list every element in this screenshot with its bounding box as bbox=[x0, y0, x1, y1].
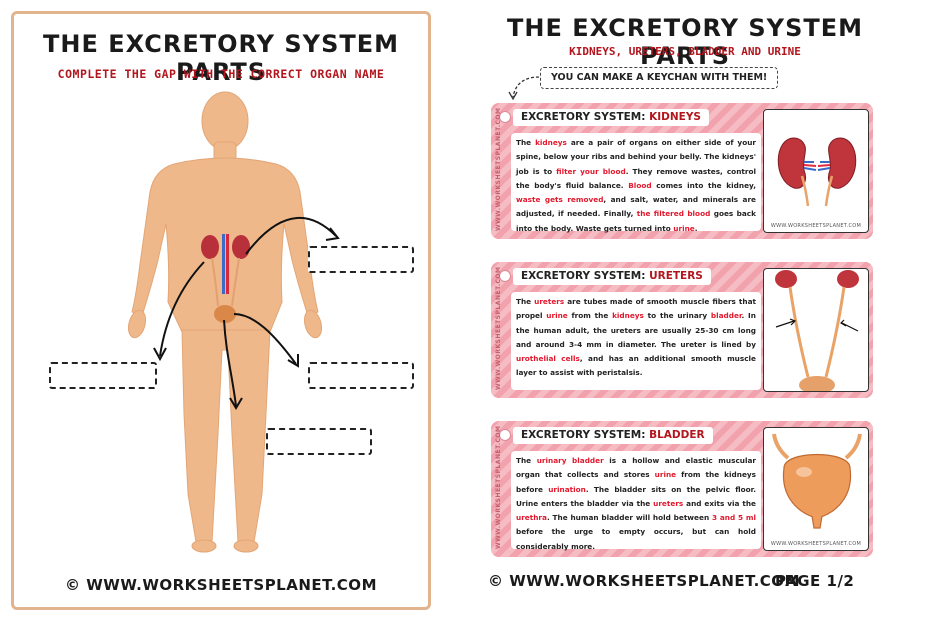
card-bladder: WWW.WORKSHEETSPLANET.COM EXCRETORY SYSTE… bbox=[491, 421, 873, 557]
text-fragment: to the urinary bbox=[643, 311, 711, 321]
card-side-text: WWW.WORKSHEETSPLANET.COM bbox=[495, 425, 502, 549]
text-fragment: from the bbox=[567, 311, 613, 321]
text-fragment: comes into the kidney, bbox=[651, 180, 756, 190]
card-kidneys: WWW.WORKSHEETSPLANET.COM EXCRETORY SYSTE… bbox=[491, 103, 873, 239]
card-label: EXCRETORY SYSTEM: BLADDER bbox=[513, 427, 713, 444]
text-fragment: from the kidneys before bbox=[516, 470, 756, 494]
human-body-illustration bbox=[127, 91, 340, 553]
card-label-topic: BLADDER bbox=[649, 429, 705, 441]
card-ureters: WWW.WORKSHEETSPLANET.COM EXCRETORY SYSTE… bbox=[491, 262, 873, 398]
keyword: urination bbox=[548, 484, 586, 494]
text-fragment: The bbox=[516, 456, 537, 465]
left-subtitle: COMPLETE THE GAP WITH THE CORRECT ORGAN … bbox=[57, 67, 385, 81]
keyword: urine bbox=[546, 311, 568, 321]
card-text: The kidneys are a pair of organs on eith… bbox=[511, 133, 761, 233]
keyword: kidneys bbox=[612, 311, 644, 321]
keyword: ureters bbox=[534, 297, 565, 306]
answer-box-2[interactable] bbox=[49, 362, 157, 389]
kidneys-illustration: WWW.WORKSHEETSPLANET.COM bbox=[763, 109, 869, 233]
text-fragment: , and salt, water, and minerals are adju… bbox=[516, 195, 757, 219]
text-fragment: . bbox=[694, 223, 698, 233]
card-label-topic: KIDNEYS bbox=[649, 111, 701, 123]
text-fragment: . The bladder sits on the pelvic floor. … bbox=[516, 484, 757, 508]
text-fragment: The bbox=[516, 297, 535, 306]
left-footer: © WWW.WORKSHEETSPLANET.COM bbox=[65, 576, 377, 594]
keyword: urine bbox=[654, 470, 677, 480]
card-text: The ureters are tubes made of smooth mus… bbox=[511, 292, 761, 390]
left-worksheet: THE EXCRETORY SYSTEM PARTS COMPLETE THE … bbox=[11, 11, 431, 610]
keychain-hole bbox=[499, 111, 511, 123]
right-title: THE EXCRETORY SYSTEM PARTS bbox=[506, 14, 863, 70]
pic-caption: WWW.WORKSHEETSPLANET.COM bbox=[770, 223, 862, 229]
keyword: urinary bladder bbox=[536, 456, 604, 465]
card-label-prefix: EXCRETORY SYSTEM: bbox=[521, 270, 646, 282]
card-label-prefix: EXCRETORY SYSTEM: bbox=[521, 429, 646, 441]
text-fragment: . The human bladder will hold between bbox=[546, 513, 712, 523]
keyword: urethra bbox=[516, 513, 547, 523]
keychain-note: YOU CAN MAKE A KEYCHAN WITH THEM! bbox=[540, 67, 779, 89]
keychain-hole bbox=[499, 270, 511, 282]
keychain-hole bbox=[499, 429, 511, 441]
card-label: EXCRETORY SYSTEM: KIDNEYS bbox=[513, 109, 709, 126]
answer-box-4[interactable] bbox=[266, 428, 372, 455]
ureters-illustration bbox=[763, 268, 869, 392]
pic-caption: WWW.WORKSHEETSPLANET.COM bbox=[770, 541, 862, 547]
keyword: waste gets removed bbox=[516, 195, 604, 205]
text-fragment: are tubes made of smooth muscle fibers t… bbox=[516, 297, 756, 321]
keyword: kidneys bbox=[535, 138, 567, 147]
card-label: EXCRETORY SYSTEM: URETERS bbox=[513, 268, 711, 285]
keyword: urothelial cells bbox=[516, 354, 580, 364]
card-side-text: WWW.WORKSHEETSPLANET.COM bbox=[495, 266, 502, 390]
text-fragment: is a hollow and elastic muscular organ t… bbox=[516, 456, 756, 480]
text-fragment: , and has an additional smooth muscle la… bbox=[516, 354, 756, 378]
page-number: PAGE 1/2 bbox=[775, 572, 855, 590]
text-fragment: . They remove wastes, control the body's… bbox=[516, 166, 756, 190]
organs-icon bbox=[201, 234, 250, 323]
keyword: ureters bbox=[653, 498, 684, 508]
bladder-illustration: WWW.WORKSHEETSPLANET.COM bbox=[763, 427, 869, 551]
card-label-topic: URETERS bbox=[649, 270, 703, 282]
text-fragment: . In the human adult, the ureters are us… bbox=[516, 311, 756, 349]
keyword: filter your blood bbox=[556, 166, 626, 176]
text-fragment: goes back into the body. Waste gets turn… bbox=[516, 209, 756, 233]
keyword: bladder bbox=[710, 311, 742, 321]
right-subtitle: KIDNEYS, URETERS, BLADDER AND URINE bbox=[569, 45, 801, 58]
text-fragment: before the urge to empty occurs, but can… bbox=[516, 527, 756, 551]
keyword: 3 and 5 ml bbox=[711, 513, 756, 523]
card-text: The urinary bladder is a hollow and elas… bbox=[511, 451, 761, 551]
answer-box-3[interactable] bbox=[308, 362, 414, 389]
curved-arrow-icon bbox=[508, 76, 540, 101]
card-label-prefix: EXCRETORY SYSTEM: bbox=[521, 111, 646, 123]
answer-box-1[interactable] bbox=[308, 246, 414, 273]
text-fragment: and exits via the bbox=[683, 498, 756, 508]
text-fragment: are a pair of organs on either side of y… bbox=[516, 138, 756, 176]
left-title: THE EXCRETORY SYSTEM PARTS bbox=[42, 30, 399, 86]
keyword: urine bbox=[673, 223, 695, 233]
card-side-text: WWW.WORKSHEETSPLANET.COM bbox=[495, 107, 502, 231]
keyword: Blood bbox=[628, 180, 652, 190]
right-footer: © WWW.WORKSHEETSPLANET.COM bbox=[488, 572, 800, 590]
text-fragment: The bbox=[516, 138, 536, 147]
keyword: the filtered blood bbox=[636, 209, 711, 219]
